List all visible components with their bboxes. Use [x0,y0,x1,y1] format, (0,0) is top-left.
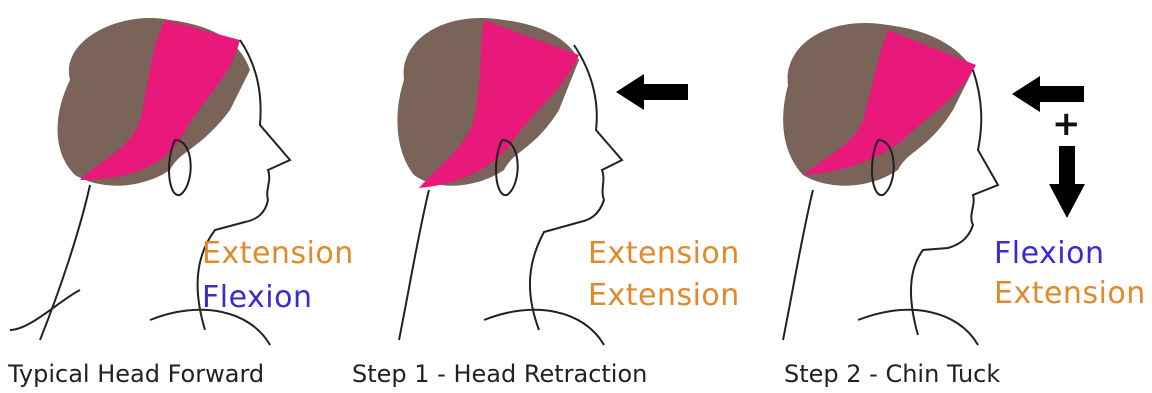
label-extension: Extension [994,276,1146,311]
neck-outline [783,190,813,340]
shoulder-outline [858,310,978,345]
panel-step-2: + Flexion Extension Step 2 - Chin Tuck [768,0,1152,393]
panel-step-1: Extension Extension Step 1 - Head Retrac… [384,0,768,393]
arrow-left-icon [616,72,696,112]
label-extension-upper: Extension [588,236,740,271]
shoulder-outline [150,310,270,345]
plus-icon: + [1052,104,1081,144]
shoulder-outline [484,310,604,345]
label-flexion: Flexion [994,236,1104,271]
caption-step-2: Step 2 - Chin Tuck [784,360,1000,388]
head-illustration-2 [384,0,768,393]
label-flexion: Flexion [202,280,312,315]
head-illustration-1 [0,0,384,393]
caption-step-1: Step 1 - Head Retraction [352,360,647,388]
head-illustration-3 [768,0,1152,393]
neck-outline [399,190,429,340]
arrow-down-icon [1047,146,1087,221]
panel-typical-head-forward: Extension Flexion Typical Head Forward [0,0,384,393]
label-extension: Extension [202,236,354,271]
neck-outline [10,185,90,340]
label-extension-lower: Extension [588,278,740,313]
caption-typical-head-forward: Typical Head Forward [8,360,264,388]
